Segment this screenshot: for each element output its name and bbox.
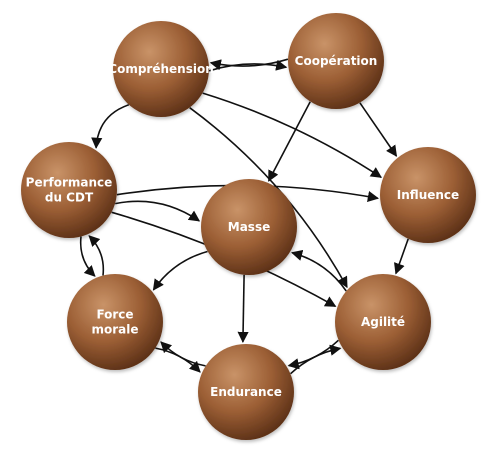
edge-influence-to-agilite	[394, 238, 409, 275]
edge-endurance-to-force	[160, 341, 206, 367]
node-endurance-label-0: Endurance	[210, 385, 282, 399]
edge-comprehension-to-agilite	[189, 107, 348, 289]
edge-cooperation-to-masse	[267, 101, 311, 182]
edge-masse-to-endurance	[237, 274, 249, 344]
node-agilite-label-0: Agilité	[361, 315, 405, 329]
node-agilite-sphere	[335, 274, 431, 370]
node-force-sphere	[67, 274, 163, 370]
edge-cooperation-to-influence	[359, 102, 398, 157]
edge-force-to-endurance	[155, 347, 201, 373]
node-influence-sphere	[380, 147, 476, 243]
node-comprehension-label-0: Compréhension	[108, 62, 213, 76]
node-masse-label-0: Masse	[228, 220, 270, 234]
node-influence-label-0: Influence	[397, 188, 459, 202]
node-performance-sphere	[21, 142, 117, 238]
node-performance-label-1: du CDT	[45, 191, 94, 205]
edge-performance-to-masse	[115, 200, 201, 222]
edge-masse-to-force	[152, 250, 208, 291]
node-cooperation-label-0: Coopération	[295, 54, 378, 68]
node-force-label-1: morale	[91, 323, 138, 337]
node-comprehension: Compréhension	[108, 21, 214, 117]
node-force-label-0: Force	[96, 308, 133, 322]
edge-comprehension-to-performance	[91, 104, 130, 149]
edge-endurance-to-agilite	[290, 344, 342, 375]
edge-agilite-to-masse	[291, 249, 347, 292]
edge-performance-to-force	[79, 236, 96, 277]
node-masse-sphere	[201, 179, 297, 275]
edge-comprehension-to-influence	[202, 92, 383, 178]
edge-force-to-performance	[88, 235, 105, 276]
node-influence: Influence	[380, 147, 476, 243]
node-cooperation-sphere	[288, 13, 384, 109]
node-cooperation: Coopération	[288, 13, 384, 109]
node-agilite: Agilité	[335, 274, 431, 370]
node-performance-label-0: Performance	[26, 176, 113, 190]
edge-agilite-to-endurance	[287, 339, 339, 370]
node-comprehension-sphere	[113, 21, 209, 117]
node-masse: Masse	[201, 179, 297, 275]
edge-cooperation-to-comprehension	[209, 58, 289, 71]
node-endurance-sphere	[198, 344, 294, 440]
node-endurance: Endurance	[198, 344, 294, 440]
